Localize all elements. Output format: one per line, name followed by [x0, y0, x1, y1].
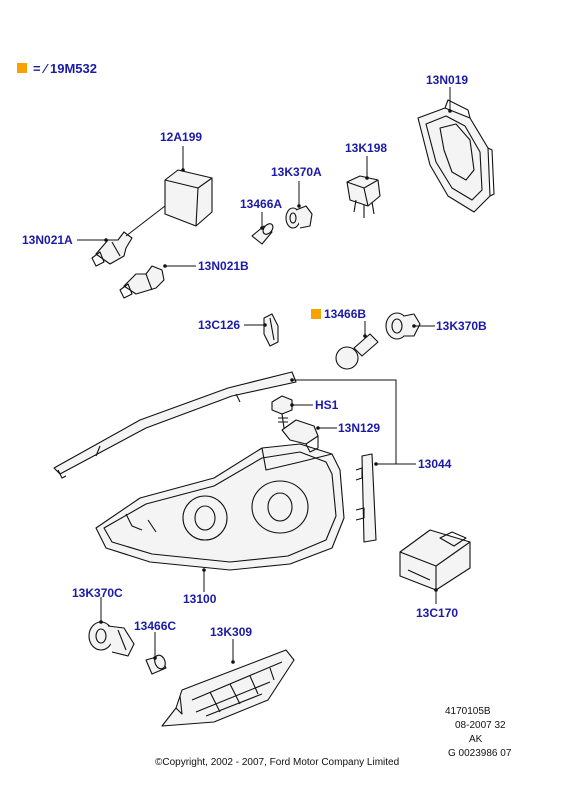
ref-line-1: 4170105B	[445, 706, 491, 717]
bulb-13466A[interactable]	[251, 222, 275, 245]
bulb-13N021B[interactable]	[119, 265, 165, 299]
bulb-13466C[interactable]	[145, 654, 167, 675]
holder-13K198[interactable]	[346, 175, 381, 218]
part-13N129[interactable]	[281, 419, 319, 453]
label-13K370A[interactable]: 13K370A	[271, 165, 322, 179]
label-HS1[interactable]: HS1	[315, 398, 339, 412]
label-13C170[interactable]: 13C170	[416, 606, 458, 620]
label-13K198[interactable]: 13K198	[345, 141, 387, 155]
label-13N021B[interactable]: 13N021B	[198, 259, 249, 273]
label-13C126[interactable]: 13C126	[198, 318, 240, 332]
ref-line-4: G 0023986 07	[448, 748, 512, 759]
module-13C170[interactable]	[399, 529, 471, 591]
socket-13K370B[interactable]	[385, 312, 421, 340]
label-13N019[interactable]: 13N019	[426, 73, 468, 87]
legend-marker-13466B	[311, 309, 321, 319]
bulb-13N021A[interactable]	[91, 231, 133, 267]
label-13044[interactable]: 13044	[418, 457, 452, 471]
label-13K370C[interactable]: 13K370C	[72, 586, 123, 600]
headlamp-13100[interactable]	[53, 371, 345, 571]
legend-text: = ⁄ 19M532	[33, 61, 97, 76]
label-13N129[interactable]: 13N129	[338, 421, 380, 435]
cover-12A199[interactable]	[164, 169, 213, 227]
ref-line-3: AK	[469, 734, 483, 745]
part-13C126[interactable]	[263, 313, 279, 347]
label-13K309[interactable]: 13K309	[210, 625, 252, 639]
screw-HS1[interactable]	[271, 395, 293, 429]
label-13466B[interactable]: 13466B	[324, 307, 366, 321]
label-13N021A[interactable]: 13N021A	[22, 233, 73, 247]
ref-line-2: 08-2007 32	[455, 720, 506, 731]
socket-13K370C[interactable]	[88, 621, 135, 657]
label-12A199[interactable]: 12A199	[160, 130, 202, 144]
legend-marker	[17, 63, 27, 73]
label-13K370B[interactable]: 13K370B	[436, 319, 487, 333]
label-13100[interactable]: 13100	[183, 592, 217, 606]
label-13466C[interactable]: 13466C	[134, 619, 176, 633]
bulb-13466B[interactable]	[335, 333, 379, 370]
label-13466A[interactable]: 13466A	[240, 197, 282, 211]
bracket-13N019[interactable]	[417, 99, 495, 213]
bracket-13044[interactable]	[355, 453, 377, 543]
repeater-13K309[interactable]	[161, 649, 295, 727]
copyright-text: ©Copyright, 2002 - 2007, Ford Motor Comp…	[155, 757, 399, 768]
socket-13K370A[interactable]	[285, 205, 313, 229]
